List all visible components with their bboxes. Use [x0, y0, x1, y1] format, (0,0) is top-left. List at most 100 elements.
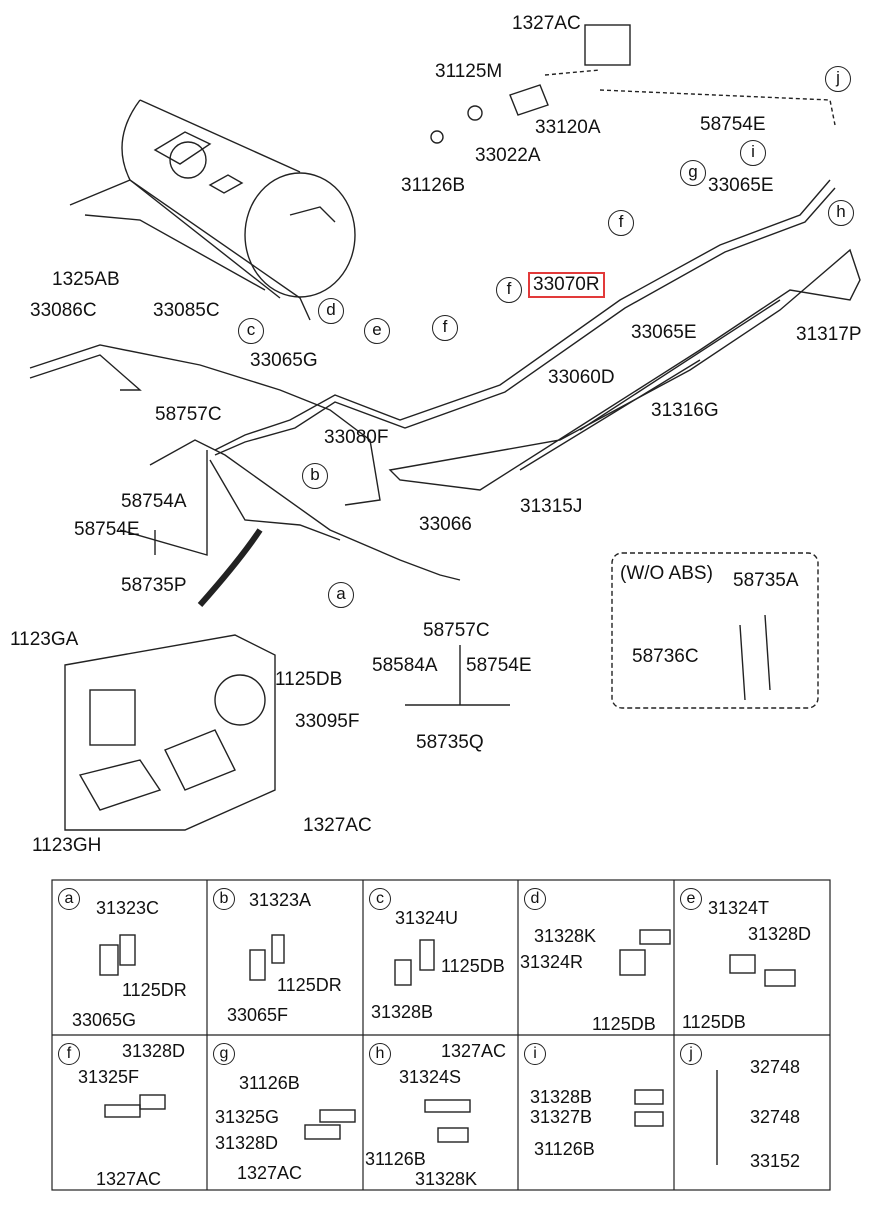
part-label: 58754E — [466, 655, 532, 676]
part-label: 58754A — [121, 491, 187, 512]
callout-j: j — [825, 66, 851, 92]
grid-label: 31328D — [122, 1041, 186, 1061]
grid-label: 33065G — [72, 1010, 137, 1030]
callout-a: a — [328, 582, 354, 608]
grid-letter: f — [58, 1043, 80, 1065]
grid-label: 31324T — [708, 898, 770, 918]
part-label: 33065E — [631, 322, 697, 343]
callout-f: f — [608, 210, 634, 236]
part-label: 58757C — [155, 404, 222, 425]
part-label: 58757C — [423, 620, 490, 641]
grid-letter: d — [524, 888, 546, 910]
grid-cell-g: g 31126B 31325G 31328D 1327AC — [207, 1035, 363, 1190]
grid-cell-d: d 31328K 31324R 1125DB — [518, 880, 674, 1035]
grid-label: 31325F — [78, 1067, 140, 1087]
part-label: 31125M — [435, 61, 503, 82]
grid-label: 33152 — [750, 1151, 801, 1171]
grid-label: 1327AC — [441, 1041, 507, 1061]
grid-label: 1327AC — [96, 1169, 162, 1189]
grid-label: 1327AC — [237, 1163, 303, 1183]
grid-label: 31323A — [249, 890, 312, 910]
callout-i: i — [740, 140, 766, 166]
grid-label: 1125DB — [441, 956, 505, 976]
part-label: 58735Q — [416, 732, 484, 753]
grid-label: 1125DB — [592, 1014, 656, 1034]
part-label: 31126B — [401, 175, 466, 196]
grid-letter: i — [524, 1043, 546, 1065]
part-label: 1123GH — [32, 835, 102, 856]
part-label: 33066 — [419, 514, 472, 535]
grid-letter: h — [369, 1043, 391, 1065]
grid-label: 31126B — [534, 1139, 595, 1159]
grid-label: 31328B — [530, 1087, 593, 1107]
grid-letter: e — [680, 888, 702, 910]
grid-label: 33065F — [227, 1005, 289, 1025]
grid-letter: b — [213, 888, 235, 910]
callout-d: d — [318, 298, 344, 324]
part-label: 58754E — [700, 114, 766, 135]
fuel-tank-drawing — [69, 99, 356, 321]
part-label: 58736C — [632, 646, 699, 667]
grid-label: 31126B — [365, 1149, 426, 1169]
callout-g: g — [680, 160, 706, 186]
grid-cell-e: e 31324T 31328D 1125DB — [674, 880, 830, 1035]
grid-label: 1125DB — [682, 1012, 746, 1032]
wo-abs-note: (W/O ABS) — [620, 563, 713, 584]
part-label: 58584A — [372, 655, 438, 676]
grid-label: 31325G — [215, 1107, 280, 1127]
part-label: 33022A — [475, 145, 541, 166]
part-label: 58735A — [733, 570, 799, 591]
grid-letter: c — [369, 888, 391, 910]
part-label: 33085C — [153, 300, 220, 321]
part-label: 33065E — [708, 175, 774, 196]
part-label: 33086C — [30, 300, 97, 321]
grid-label: 31328K — [534, 926, 597, 946]
grid-label: 31327B — [530, 1107, 593, 1127]
grid-label: 31324R — [520, 952, 584, 972]
callout-e: e — [364, 318, 390, 344]
grid-letter: j — [680, 1043, 702, 1065]
grid-letter: g — [213, 1043, 235, 1065]
part-label: 1325AB — [52, 269, 120, 290]
grid-label: 31324U — [395, 908, 459, 928]
callout-h: h — [828, 200, 854, 226]
grid-label: 31324S — [399, 1067, 462, 1087]
grid-label: 31328K — [415, 1169, 478, 1189]
grid-letter: a — [58, 888, 80, 910]
part-label: 58754E — [74, 519, 140, 540]
callout-f: f — [496, 277, 522, 303]
grid-label: 31323C — [96, 898, 160, 918]
part-label: 1327AC — [303, 815, 372, 836]
grid-cell-f: f 31328D 31325F 1327AC — [52, 1035, 207, 1190]
grid-label: 31126B — [239, 1073, 300, 1093]
part-label-highlighted: 33070R — [528, 272, 605, 298]
grid-part-sketches — [99, 929, 796, 1165]
callout-f: f — [432, 315, 458, 341]
part-label: 33120A — [535, 117, 601, 138]
part-label: 33065G — [250, 350, 318, 371]
grid-label: 31328D — [748, 924, 812, 944]
grid-cell-j: j 32748 32748 33152 — [674, 1035, 830, 1190]
grid-cell-b: b 31323A 1125DR 33065F — [207, 880, 363, 1035]
part-label: 1123GA — [10, 629, 79, 650]
part-label: 33080F — [324, 427, 389, 448]
grid-label: 1125DR — [277, 975, 342, 995]
part-label: 31316G — [651, 400, 719, 421]
callout-b: b — [302, 463, 328, 489]
callout-c: c — [238, 318, 264, 344]
grid-label: 32748 — [750, 1107, 801, 1127]
grid-label: 32748 — [750, 1057, 801, 1077]
part-label: 33060D — [548, 367, 615, 388]
grid-cell-a: a 31323C 1125DR 33065G — [52, 880, 207, 1035]
part-label: 1327AC — [512, 13, 581, 34]
grid-label: 31328D — [215, 1133, 279, 1153]
part-label: 58735P — [121, 575, 187, 596]
part-label: 31317P — [796, 324, 862, 345]
grid-label: 31328B — [371, 1002, 434, 1022]
part-label: 33095F — [295, 711, 360, 732]
part-label: 31315J — [520, 496, 583, 517]
grid-cell-h: h 1327AC 31324S 31126B 31328K — [363, 1035, 518, 1190]
grid-cell-i: i 31328B 31327B 31126B — [518, 1035, 674, 1190]
